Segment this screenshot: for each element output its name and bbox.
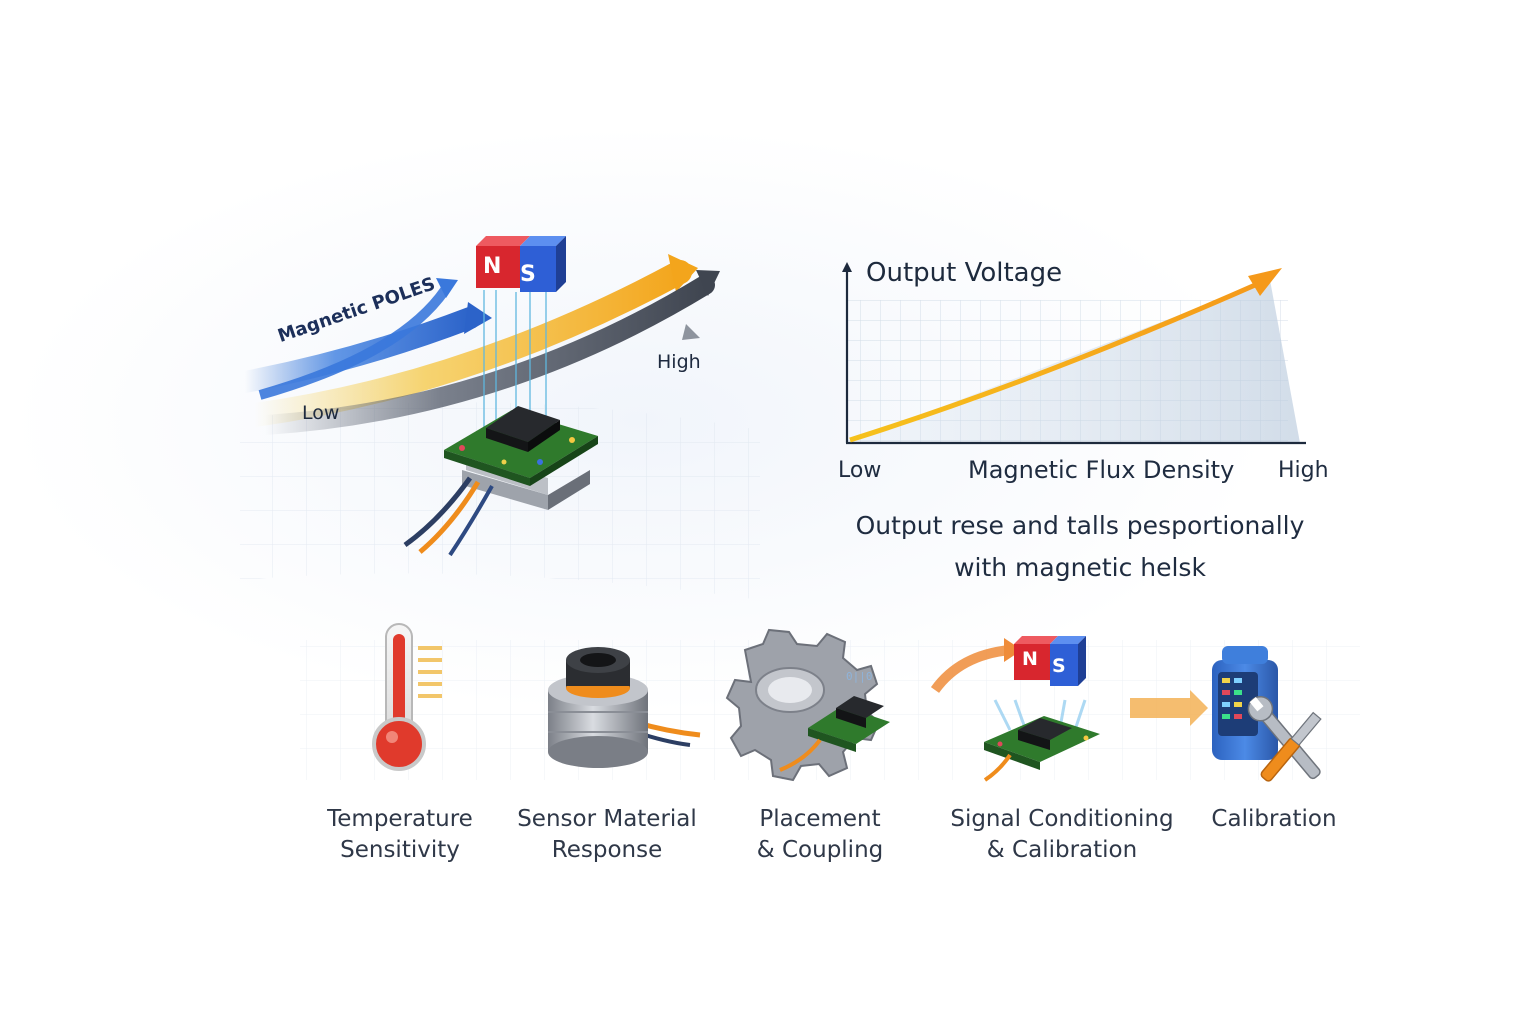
graph-x-low: Low <box>838 458 882 483</box>
gear-sensor-icon: 0||0 <box>725 628 890 782</box>
factor-label-line1: Temperature <box>327 806 473 832</box>
factor-material: Sensor Material Response <box>500 804 714 866</box>
factor-label-line1: Sensor Material <box>517 806 697 832</box>
factor-label-line2: Sensitivity <box>340 837 460 863</box>
flux-arrows <box>234 254 720 435</box>
factor-label-line1: Signal Conditioning <box>950 806 1174 832</box>
factor-temperature: Temperature Sensitivity <box>310 804 490 866</box>
graph-y-label: Output Voltage <box>866 258 1063 288</box>
south-pole-letter: S <box>520 262 536 287</box>
yellow-arrowhead-icon <box>668 254 698 292</box>
north-pole-letter: N <box>483 254 502 279</box>
hero-magnet <box>476 236 566 292</box>
yellow-flux-arrow <box>243 260 692 427</box>
factor-label-line2: Response <box>551 837 663 863</box>
factor-label-line1: Placement <box>759 806 881 832</box>
thermometer-icon <box>372 623 442 771</box>
hero-grid-floor <box>240 402 760 600</box>
flux-high-label: High <box>657 351 701 373</box>
gray-arrowhead-icon <box>696 270 720 296</box>
graph-x-high: High <box>1278 458 1329 483</box>
graph-caption-line2: with magnetic helsk <box>954 553 1206 582</box>
factor-label-line2: & Coupling <box>756 837 884 863</box>
curve-arrowhead-icon <box>1248 268 1282 296</box>
factor-calibration: Calibration <box>1194 804 1354 835</box>
flux-low-label: Low <box>302 402 340 424</box>
magnet-sensor-icon <box>930 636 1100 782</box>
graph-caption-line1: Output rese and talls pesportionally <box>855 511 1305 540</box>
factor-placement: Placement & Coupling <box>730 804 910 866</box>
blue-arrowhead-icon <box>464 302 492 334</box>
small-blue-arrowhead-icon <box>436 278 458 298</box>
voltage-graph <box>842 262 1306 445</box>
hero-sensor-board <box>403 406 598 557</box>
gray-flux-arrow <box>255 275 715 435</box>
output-curve <box>849 279 1264 443</box>
north-pole-letter-small: N <box>1022 648 1038 670</box>
factor-label-line1: Calibration <box>1211 806 1337 832</box>
graph-x-label: Magnetic Flux Density <box>968 456 1235 484</box>
factor-signal: Signal Conditioning & Calibration <box>930 804 1194 866</box>
calibration-tool-icon <box>1130 646 1322 782</box>
y-axis-arrow-icon <box>842 262 852 272</box>
factor-label-line2: & Calibration <box>986 837 1138 863</box>
graph-caption: Output rese and talls pesportionally wit… <box>820 505 1340 589</box>
ferrite-core-icon <box>548 647 701 768</box>
faint-arrowhead-icon <box>682 324 700 340</box>
svg-text:0||0: 0||0 <box>846 670 873 683</box>
south-pole-letter-small: S <box>1052 655 1066 677</box>
